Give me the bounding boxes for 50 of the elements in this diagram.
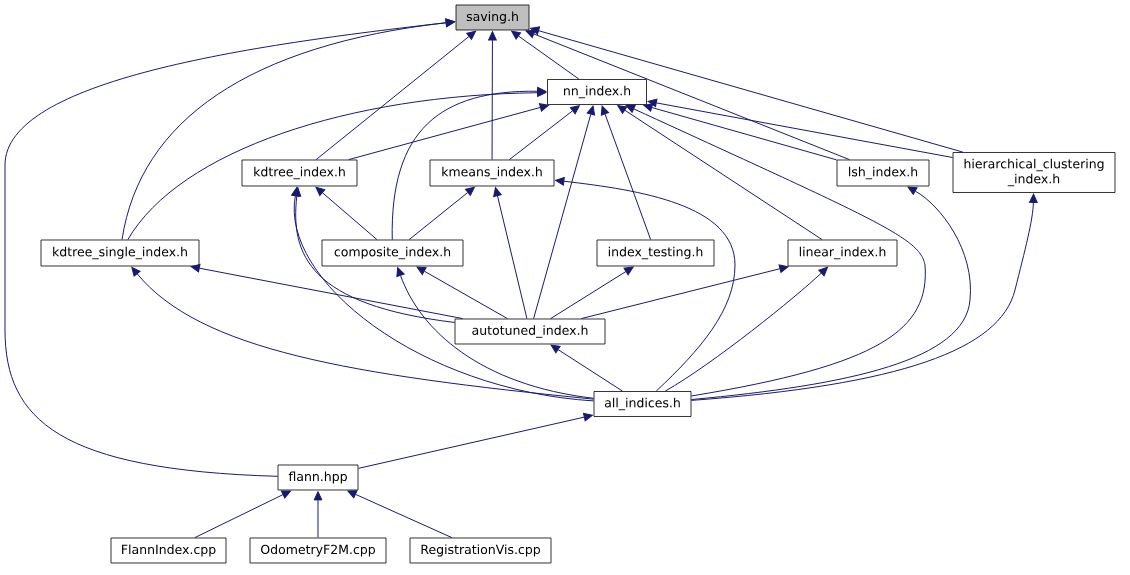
file-box: linear_index.h	[787, 239, 898, 267]
file-box: kmeans_index.h	[429, 159, 555, 187]
arrow	[391, 86, 547, 241]
arrow	[600, 105, 652, 241]
arrow	[190, 263, 464, 320]
arrow	[664, 266, 828, 392]
arrow	[493, 187, 528, 320]
file-box: FlannIndex.cpp	[110, 537, 227, 564]
arrow	[530, 26, 964, 153]
arrow	[396, 267, 595, 399]
arrow	[488, 31, 497, 161]
file-box: index_testing.h	[596, 239, 715, 267]
file-box: RegistrationVis.cpp	[409, 537, 552, 564]
file-box: hierarchical_clustering _index.h	[952, 152, 1116, 193]
arrow	[555, 176, 736, 392]
arrow	[121, 18, 455, 241]
arrow	[625, 104, 926, 397]
file-box: flann.hpp	[277, 464, 359, 491]
file-box: OdometryF2M.cpp	[249, 537, 387, 564]
file-box: autotuned_index.h	[454, 318, 606, 345]
arrow	[408, 186, 475, 241]
arrow	[348, 103, 549, 161]
arrow	[508, 105, 580, 161]
arrow	[347, 490, 453, 539]
arrow	[291, 187, 595, 402]
arrow	[647, 98, 954, 158]
arrow	[690, 193, 1038, 401]
arrow	[315, 186, 378, 241]
file-box: all_indices.h	[593, 391, 692, 417]
file-box: composite_index.h	[321, 239, 464, 267]
file-box: kdtree_single_index.h	[40, 239, 200, 267]
arrow	[313, 491, 323, 539]
arrow	[511, 30, 580, 80]
file-box: lsh_index.h	[836, 159, 930, 187]
arrow	[617, 105, 823, 241]
arrow	[357, 412, 593, 469]
arrow	[550, 266, 634, 320]
arrow	[643, 103, 838, 161]
arrow	[533, 105, 596, 320]
file-box: kdtree_index.h	[241, 159, 358, 187]
file-box: saving.h	[455, 4, 530, 31]
arrow	[580, 264, 789, 320]
arrow	[194, 490, 291, 539]
arrow	[416, 266, 508, 320]
arrow	[315, 30, 477, 161]
arrow	[525, 29, 850, 161]
arrow	[131, 266, 595, 400]
file-box: nn_index.h	[547, 79, 647, 105]
arrow	[550, 344, 623, 392]
arrow	[690, 186, 971, 401]
